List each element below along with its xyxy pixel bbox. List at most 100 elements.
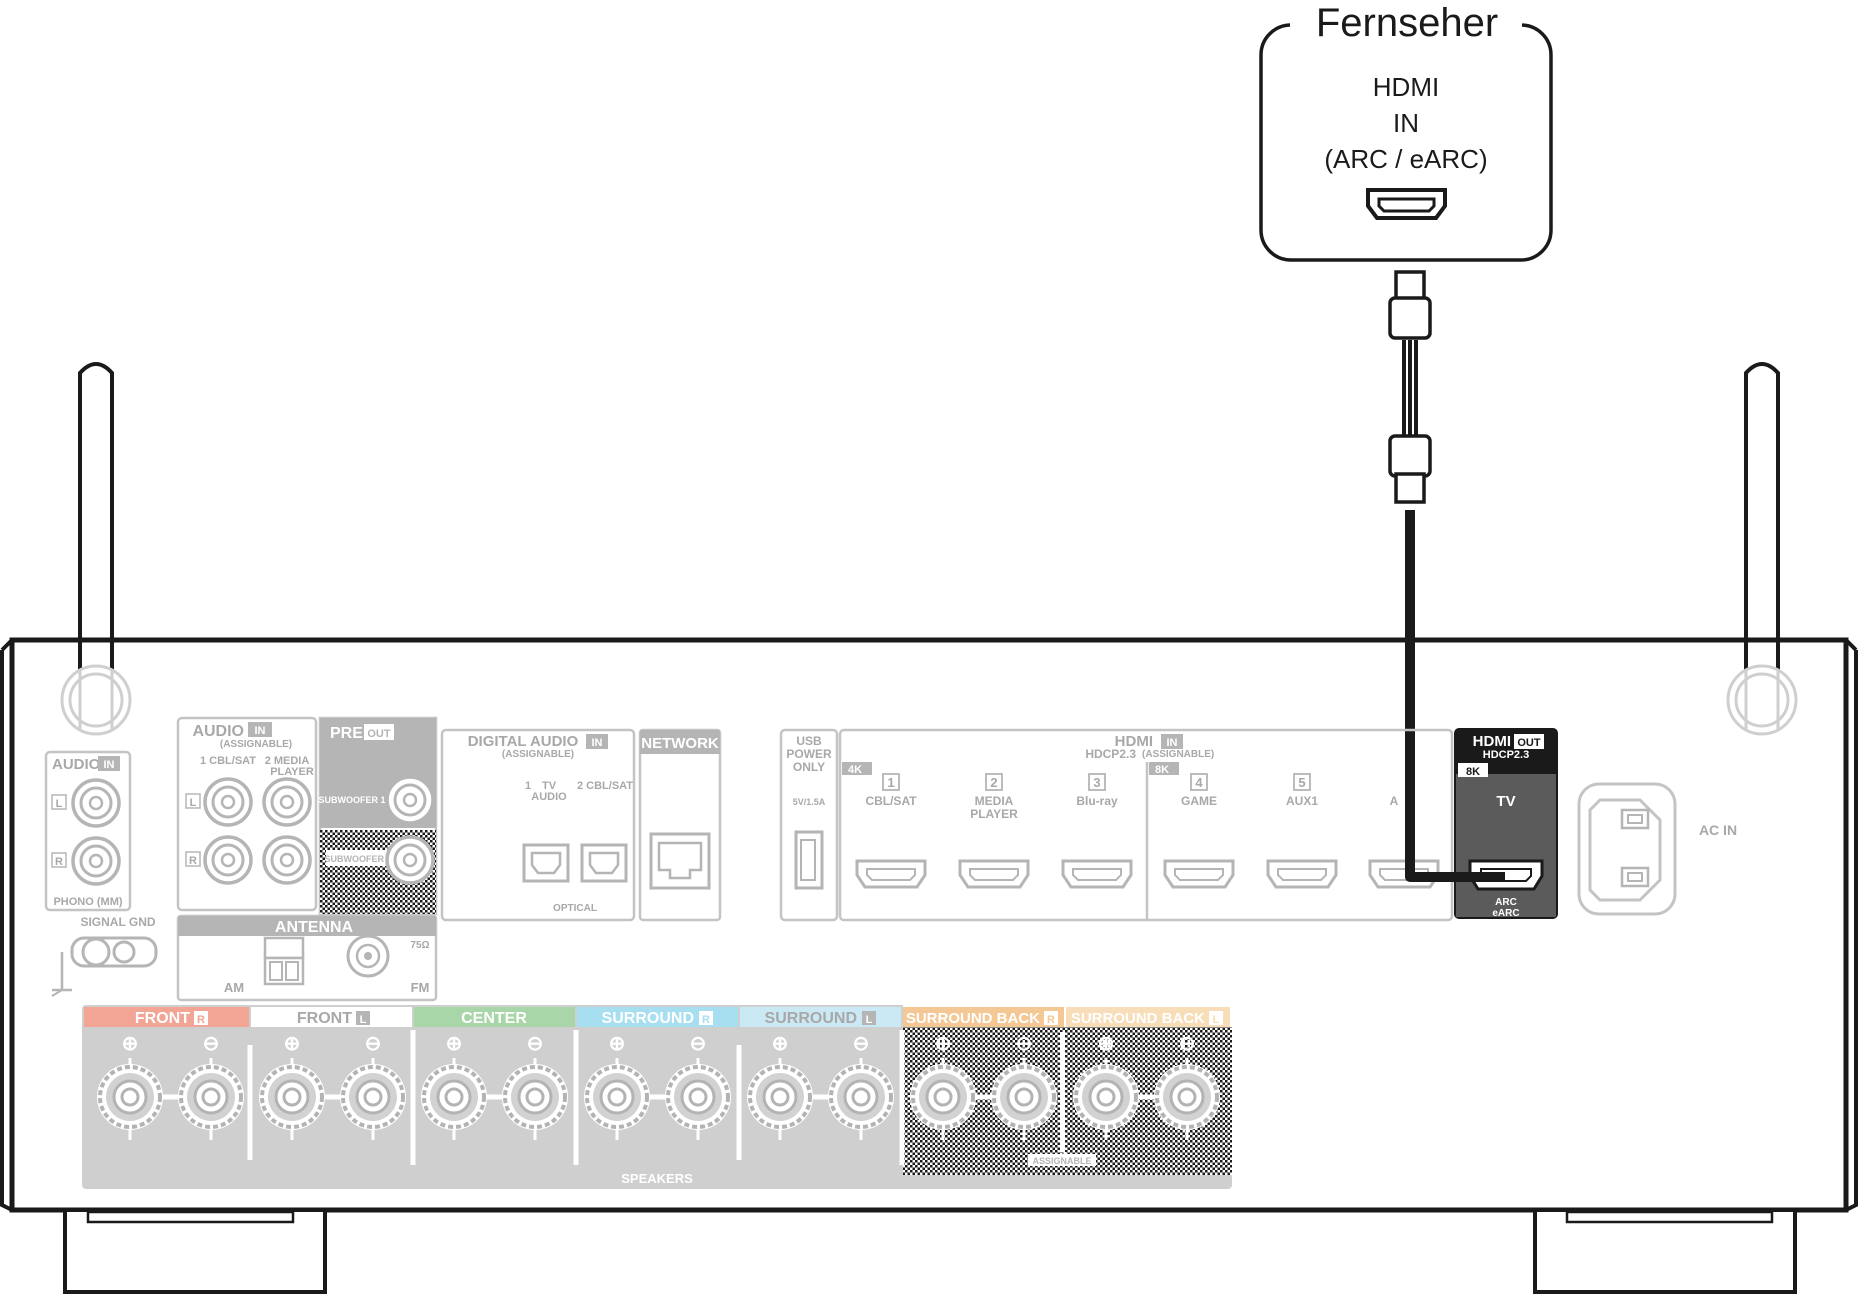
fm-antenna-terminal[interactable] xyxy=(346,934,390,978)
speaker-group-surround-back-l: SURROUND BACK L ⊕ ⊖ xyxy=(1066,1007,1230,1140)
tv-port-label-line3: (ARC / eARC) xyxy=(1324,144,1487,174)
signal-gnd-terminal[interactable] xyxy=(51,936,158,997)
speaker-surround-r-label: SURROUND xyxy=(602,1010,694,1027)
assignable-caption: ASSIGNABLE xyxy=(1032,1156,1091,1166)
speaker-surround-l-plus[interactable] xyxy=(745,1062,815,1132)
digital-audio-section: DIGITAL AUDIO IN (ASSIGNABLE) 1 TV AUDIO… xyxy=(440,728,636,922)
optical-1-label: TV xyxy=(542,780,557,792)
optical-caption: OPTICAL xyxy=(553,903,597,914)
audio-in-sub: (ASSIGNABLE) xyxy=(220,739,292,750)
hdmi-in-3-label: Blu-ray xyxy=(1076,794,1118,808)
audio-in-2-label: 2 MEDIA xyxy=(265,755,310,767)
usb-section: USB POWER ONLY 5V/1.5A xyxy=(779,728,839,922)
hdmi-in-5-label: AUX1 xyxy=(1286,794,1318,808)
speaker-front-l-minus[interactable] xyxy=(338,1062,408,1132)
speakers-caption: SPEAKERS xyxy=(621,1171,693,1186)
speaker-surround-back-l-plus[interactable] xyxy=(1071,1062,1141,1132)
speaker-surround-r-plus[interactable] xyxy=(582,1062,652,1132)
phono-jack-left[interactable] xyxy=(71,778,121,828)
speaker-surround-l-minus[interactable] xyxy=(826,1062,896,1132)
svg-text:⊕: ⊕ xyxy=(609,1033,626,1055)
phono-jack-right[interactable] xyxy=(71,836,121,886)
svg-text:⊕: ⊕ xyxy=(284,1033,301,1055)
speaker-group-center: CENTER ⊕ ⊖ xyxy=(414,1007,575,1140)
speaker-front-l-side: L xyxy=(360,1014,367,1026)
hdmi-in-5[interactable]: 5 AUX1 xyxy=(1266,773,1338,889)
subwoofer-2-jack[interactable] xyxy=(385,835,435,885)
speaker-surround-back-l-label: SURROUND BACK xyxy=(1071,1010,1205,1027)
subwoofer-2-label: SUBWOOFER 2 xyxy=(324,854,391,864)
speaker-group-front-l: FRONT L ⊕ ⊖ xyxy=(251,1007,412,1140)
speaker-group-surround-back-r: SURROUND BACK R ⊕ ⊖ xyxy=(903,1007,1064,1140)
ac-in-label: AC IN xyxy=(1699,822,1737,838)
speaker-group-surround-r: SURROUND R ⊕ ⊖ xyxy=(577,1007,738,1140)
hdmi-in-5-port[interactable] xyxy=(1266,859,1338,889)
phono-left-label: L xyxy=(56,798,63,810)
speaker-surround-back-r-minus[interactable] xyxy=(989,1062,1059,1132)
subwoofer-1-jack[interactable] xyxy=(385,775,435,825)
fm-label: FM xyxy=(411,980,430,995)
audio-in-left-label: L xyxy=(190,797,197,809)
hdmi-in-2[interactable]: 2 MEDIA PLAYER xyxy=(958,773,1030,889)
hdmi-in-1-num: 1 xyxy=(887,775,894,790)
tv-hdmi-in-port[interactable] xyxy=(1366,188,1447,220)
svg-text:⊕: ⊕ xyxy=(446,1033,463,1055)
hdmi-in-3-num: 3 xyxy=(1093,775,1100,790)
hdmi-out-tag: OUT xyxy=(1517,737,1541,749)
hdmi-in-hdcp: HDCP2.3 xyxy=(1085,747,1136,761)
tv-port-label-line2: IN xyxy=(1393,108,1419,138)
hdmi-in-4-port[interactable] xyxy=(1163,859,1235,889)
speaker-surround-back-l-minus[interactable] xyxy=(1152,1062,1222,1132)
svg-text:⊖: ⊖ xyxy=(690,1033,707,1055)
speaker-surround-r-side: R xyxy=(702,1014,710,1026)
optical-2-port[interactable] xyxy=(580,843,628,883)
speaker-group-surround-l: SURROUND L ⊕ ⊖ xyxy=(740,1007,901,1140)
hdmi-in-1-port[interactable] xyxy=(855,859,927,889)
usb-port[interactable] xyxy=(794,830,824,890)
audio-in-2-label-b: PLAYER xyxy=(270,766,314,778)
speaker-surround-back-r-plus[interactable] xyxy=(908,1062,978,1132)
audio-in-1-left-jack[interactable] xyxy=(203,777,253,827)
pre-out-section: PRE OUT SUBWOOFER 1 SUBWOOFER 2 xyxy=(318,716,438,916)
speaker-center-minus[interactable] xyxy=(500,1062,570,1132)
audio-in-assignable-section: AUDIO IN (ASSIGNABLE) 1 CBL/SAT 2 MEDIA … xyxy=(176,716,318,912)
svg-text:⊖: ⊖ xyxy=(1179,1033,1196,1055)
hdmi-in-4[interactable]: 4 GAME xyxy=(1163,773,1235,889)
audio-in-2-left-jack[interactable] xyxy=(262,777,312,827)
hdmi-in-3-port[interactable] xyxy=(1061,859,1133,889)
speaker-front-l-plus[interactable] xyxy=(257,1062,327,1132)
hdmi-in-6[interactable]: A xyxy=(1368,794,1440,889)
antenna-right xyxy=(1726,362,1798,736)
usb-rating: 5V/1.5A xyxy=(793,797,826,807)
tv-title: Fernseher xyxy=(1316,1,1498,45)
tv-device: Fernseher HDMI IN (ARC / eARC) xyxy=(1259,0,1553,262)
network-port[interactable] xyxy=(649,832,711,890)
svg-text:⊕: ⊕ xyxy=(772,1033,789,1055)
phono-caption: PHONO (MM) xyxy=(53,896,122,908)
svg-text:⊕: ⊕ xyxy=(935,1033,952,1055)
hdmi-in-2-port[interactable] xyxy=(958,859,1030,889)
hdmi-in-1[interactable]: 1 CBL/SAT xyxy=(855,773,927,889)
hdmi-out-hdcp: HDCP2.3 xyxy=(1483,749,1529,761)
audio-in-2-right-jack[interactable] xyxy=(262,835,312,885)
hdmi-in-3[interactable]: 3 Blu-ray xyxy=(1061,773,1133,889)
am-antenna-terminal[interactable] xyxy=(263,936,305,986)
audio-in-1-right-jack[interactable] xyxy=(203,835,253,885)
hdmi-in-2-num: 2 xyxy=(990,775,997,790)
digital-audio-tag: IN xyxy=(592,737,603,749)
speaker-front-r-plus[interactable] xyxy=(95,1062,165,1132)
speaker-front-r-minus[interactable] xyxy=(176,1062,246,1132)
speaker-front-r-side: R xyxy=(197,1014,205,1026)
speaker-surround-l-label: SURROUND xyxy=(765,1010,857,1027)
audio-in-right-label: R xyxy=(189,855,197,867)
audio-in-1-label: 1 CBL/SAT xyxy=(200,755,256,767)
ac-in-socket[interactable] xyxy=(1577,782,1677,916)
hdmi-out-section: HDMI OUT HDCP2.3 8K TV ARC eARC xyxy=(1454,728,1558,919)
speaker-surround-r-minus[interactable] xyxy=(663,1062,733,1132)
svg-text:⊖: ⊖ xyxy=(527,1033,544,1055)
speaker-center-plus[interactable] xyxy=(419,1062,489,1132)
optical-1-port[interactable] xyxy=(522,843,570,883)
speaker-surround-back-r-side: R xyxy=(1047,1014,1055,1026)
